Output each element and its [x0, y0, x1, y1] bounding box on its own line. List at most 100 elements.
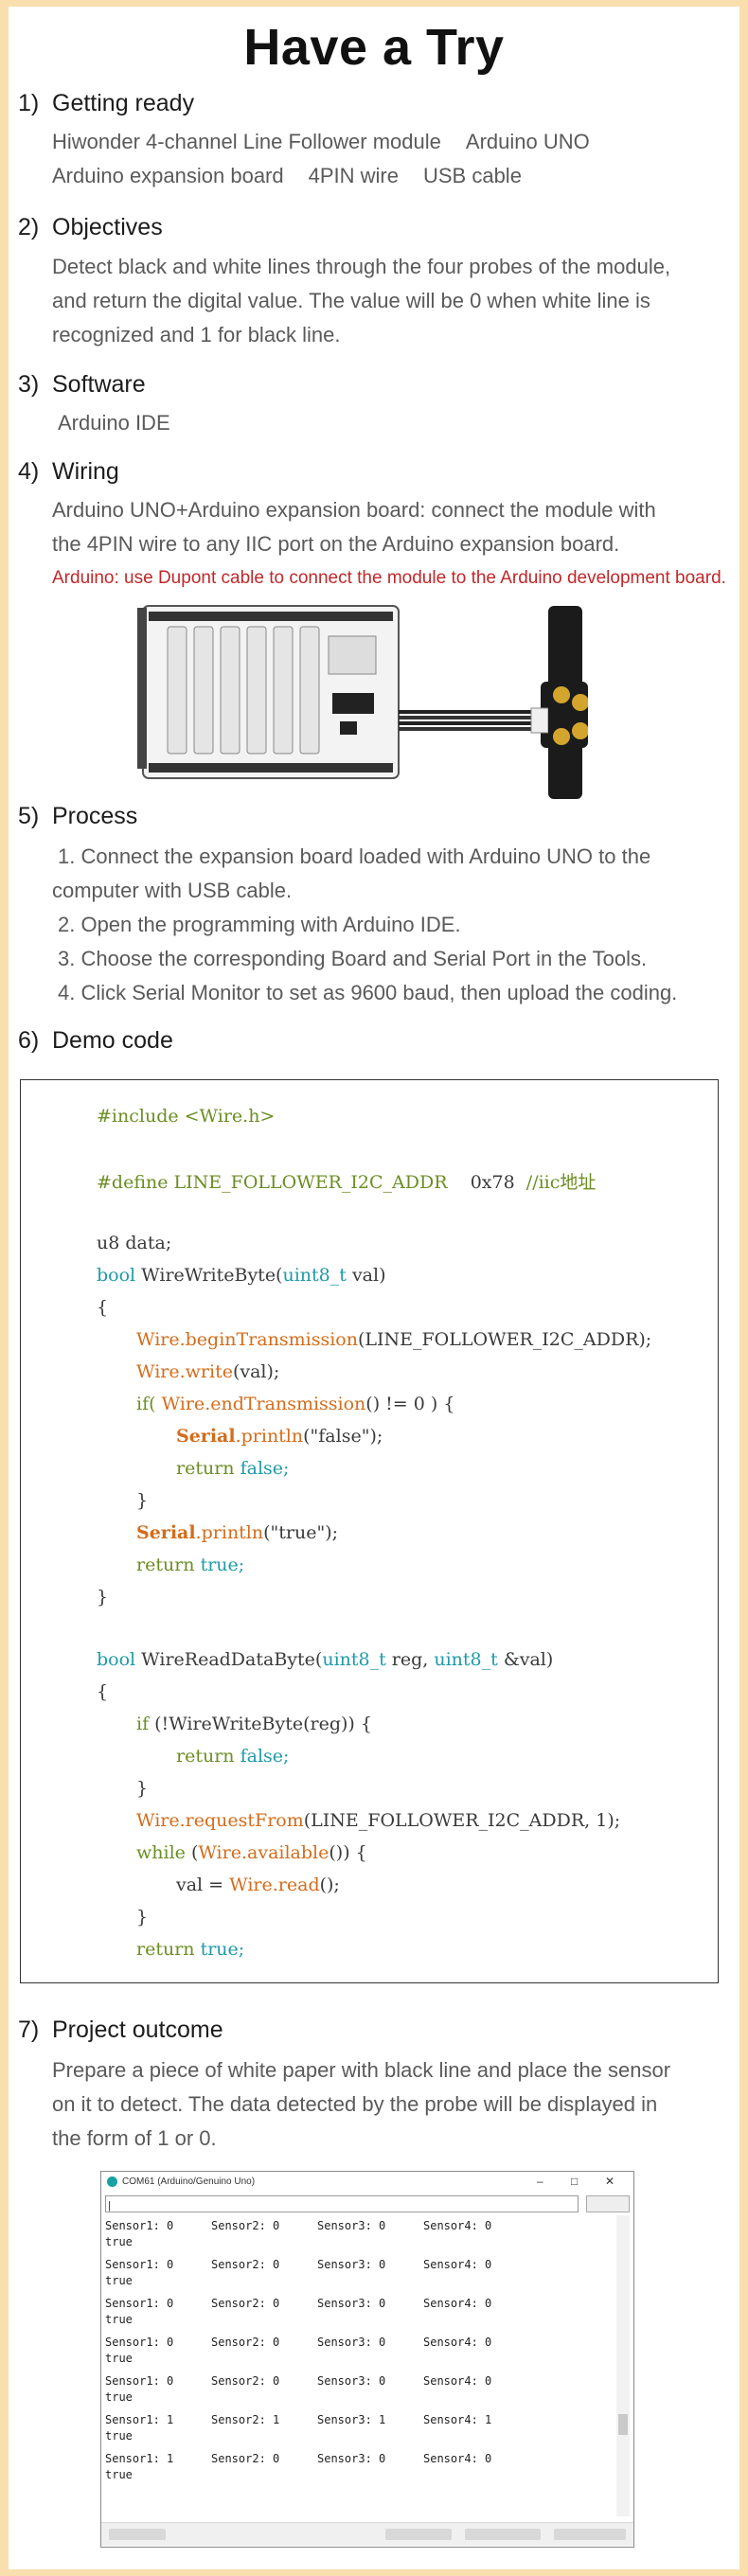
outcome-line-3: the form of 1 or 0. [52, 2126, 217, 2150]
wiring-diagram [137, 605, 588, 799]
code-line-brace: } [136, 1490, 149, 1511]
code-line-write-sig: bool WireWriteByte(uint8_t val) [97, 1265, 386, 1286]
code-line-return-true: return true; [136, 1554, 245, 1575]
sensor-reading: Sensor3: 0 [317, 2297, 386, 2310]
section-heading-objectives: 2)Objectives [18, 214, 163, 240]
status-text: true [105, 2274, 133, 2287]
page-title: Have a Try [243, 19, 505, 76]
code-line-include: #include <Wire.h> [97, 1106, 276, 1127]
sensor-reading: Sensor3: 1 [317, 2413, 386, 2426]
section-heading-demo-code: 6)Demo code [18, 1027, 173, 1054]
code-line-brace: { [97, 1297, 109, 1318]
sensor-reading: Sensor4: 0 [423, 2336, 492, 2349]
output-scrollbar[interactable] [616, 2215, 630, 2516]
autoscroll-checkbox[interactable] [109, 2529, 166, 2540]
code-block: #include <Wire.h> #define LINE_FOLLOWER_… [20, 1079, 719, 1983]
wiring-line-2: the 4PIN wire to any IIC port on the Ard… [52, 532, 620, 556]
maximize-button[interactable]: □ [571, 2175, 579, 2188]
status-text: true [105, 2429, 133, 2443]
sensor-reading: Sensor2: 0 [211, 2336, 280, 2349]
sensor-reading: Sensor2: 0 [211, 2452, 280, 2465]
sensor-reading: Sensor3: 0 [317, 2336, 386, 2349]
sensor-reading: Sensor4: 0 [423, 2452, 492, 2465]
outcome-line-2: on it to detect. The data detected by th… [52, 2092, 658, 2116]
code-line-brace: } [97, 1587, 109, 1608]
sensor-reading: Sensor2: 0 [211, 2297, 280, 2310]
sensor-reading: Sensor4: 0 [423, 2297, 492, 2310]
code-line-return-true: return true; [136, 1939, 245, 1960]
section-heading-software: 3)Software [18, 371, 146, 398]
code-line-if: if( Wire.endTransmission() != 0 ) { [136, 1394, 455, 1414]
code-line-read-sig: bool WireReadDataByte(uint8_t reg, uint8… [97, 1649, 554, 1670]
code-line-define: #define LINE_FOLLOWER_I2C_ADDR 0x78 //ii… [97, 1172, 597, 1193]
sensor-reading: Sensor3: 0 [317, 2219, 386, 2232]
arduino-icon [107, 2176, 117, 2187]
close-button[interactable]: ✕ [605, 2175, 615, 2188]
section-heading-wiring: 4)Wiring [18, 458, 119, 485]
sensor-reading: Sensor2: 1 [211, 2413, 280, 2426]
sensor-reading: Sensor3: 0 [317, 2452, 386, 2465]
status-text: true [105, 2235, 133, 2248]
section-heading-process: 5)Process [18, 803, 138, 829]
serial-monitor-footer [101, 2522, 633, 2546]
code-line-write: Wire.write(val); [136, 1361, 280, 1382]
process-step-2: 2. Open the programming with Arduino IDE… [58, 913, 461, 936]
wiring-note: Arduino: use Dupont cable to connect the… [52, 568, 726, 588]
process-step-4: 4. Click Serial Monitor to set as 9600 b… [58, 981, 678, 1004]
sensor-reading: Sensor2: 0 [211, 2374, 280, 2388]
serial-output: Sensor1: 0 Sensor2: 0 Sensor3: 0 Sensor4: 0… [105, 2215, 613, 2516]
serial-monitor-title: COM61 (Arduino/Genuino Uno) [122, 2176, 256, 2187]
send-button[interactable] [586, 2195, 630, 2212]
sensor-reading: Sensor2: 0 [211, 2258, 280, 2271]
sensor-reading: Sensor1: 0 [105, 2297, 174, 2310]
sensor-reading: Sensor1: 1 [105, 2413, 174, 2426]
serial-output-row: Sensor1: 0 Sensor2: 0 Sensor3: 0 Sensor4: 0… [105, 2293, 613, 2331]
process-step-3: 3. Choose the corresponding Board and Se… [58, 947, 648, 970]
sensor-reading: Sensor1: 0 [105, 2258, 174, 2271]
serial-output-row: Sensor1: 1 Sensor2: 0 Sensor3: 0 Sensor4: 0… [105, 2448, 613, 2486]
code-line-brace: { [97, 1681, 109, 1702]
sensor-reading: Sensor3: 0 [317, 2258, 386, 2271]
code-line-return-false: return false; [176, 1458, 290, 1479]
code-line-print-true: Serial.println("true"); [136, 1522, 339, 1543]
baud-rate-select[interactable] [465, 2529, 541, 2540]
sensor-reading: Sensor1: 0 [105, 2374, 174, 2388]
clear-output-button[interactable] [554, 2529, 626, 2540]
objectives-line-2: and return the digital value. The value … [52, 289, 650, 312]
objectives-line-1: Detect black and white lines through the… [52, 255, 671, 278]
document-page: Have a Try 1)Getting ready Hiwonder 4-ch… [9, 7, 739, 2569]
wiring-line-1: Arduino UNO+Arduino expansion board: con… [52, 498, 656, 522]
code-line-read: val = Wire.read(); [176, 1874, 340, 1895]
objectives-line-3: recognized and 1 for black line. [52, 323, 341, 346]
minimize-button[interactable]: – [537, 2175, 543, 2188]
code-line-request: Wire.requestFrom(LINE_FOLLOWER_I2C_ADDR,… [136, 1810, 621, 1831]
section-heading-project-outcome: 7)Project outcome [18, 2016, 223, 2043]
status-text: true [105, 2390, 133, 2404]
process-step-1-cont: computer with USB cable. [52, 879, 293, 902]
serial-monitor-titlebar: COM61 (Arduino/Genuino Uno) – □ ✕ [101, 2172, 633, 2193]
code-line-brace: } [136, 1907, 149, 1928]
sensor-reading: Sensor1: 1 [105, 2452, 174, 2465]
outcome-line-1: Prepare a piece of white paper with blac… [52, 2058, 671, 2082]
line-ending-select[interactable] [385, 2529, 452, 2540]
code-line-print-false: Serial.println("false"); [176, 1426, 383, 1447]
process-step-1: 1. Connect the expansion board loaded wi… [58, 844, 651, 868]
status-text: true [105, 2352, 133, 2365]
code-line-while: while (Wire.available()) { [136, 1842, 367, 1863]
code-line-data: u8 data; [97, 1233, 172, 1253]
code-line-return-false: return false; [176, 1746, 290, 1767]
sensor-reading: Sensor3: 0 [317, 2374, 386, 2388]
serial-input[interactable]: | [105, 2195, 579, 2212]
status-text: true [105, 2468, 133, 2481]
sensor-reading: Sensor4: 1 [423, 2413, 492, 2426]
sensor-reading: Sensor4: 0 [423, 2219, 492, 2232]
software-name: Arduino IDE [58, 411, 170, 435]
code-line-begin: Wire.beginTransmission(LINE_FOLLOWER_I2C… [136, 1329, 652, 1350]
sensor-reading: Sensor1: 0 [105, 2219, 174, 2232]
section-heading-getting-ready: 1)Getting ready [18, 90, 195, 116]
